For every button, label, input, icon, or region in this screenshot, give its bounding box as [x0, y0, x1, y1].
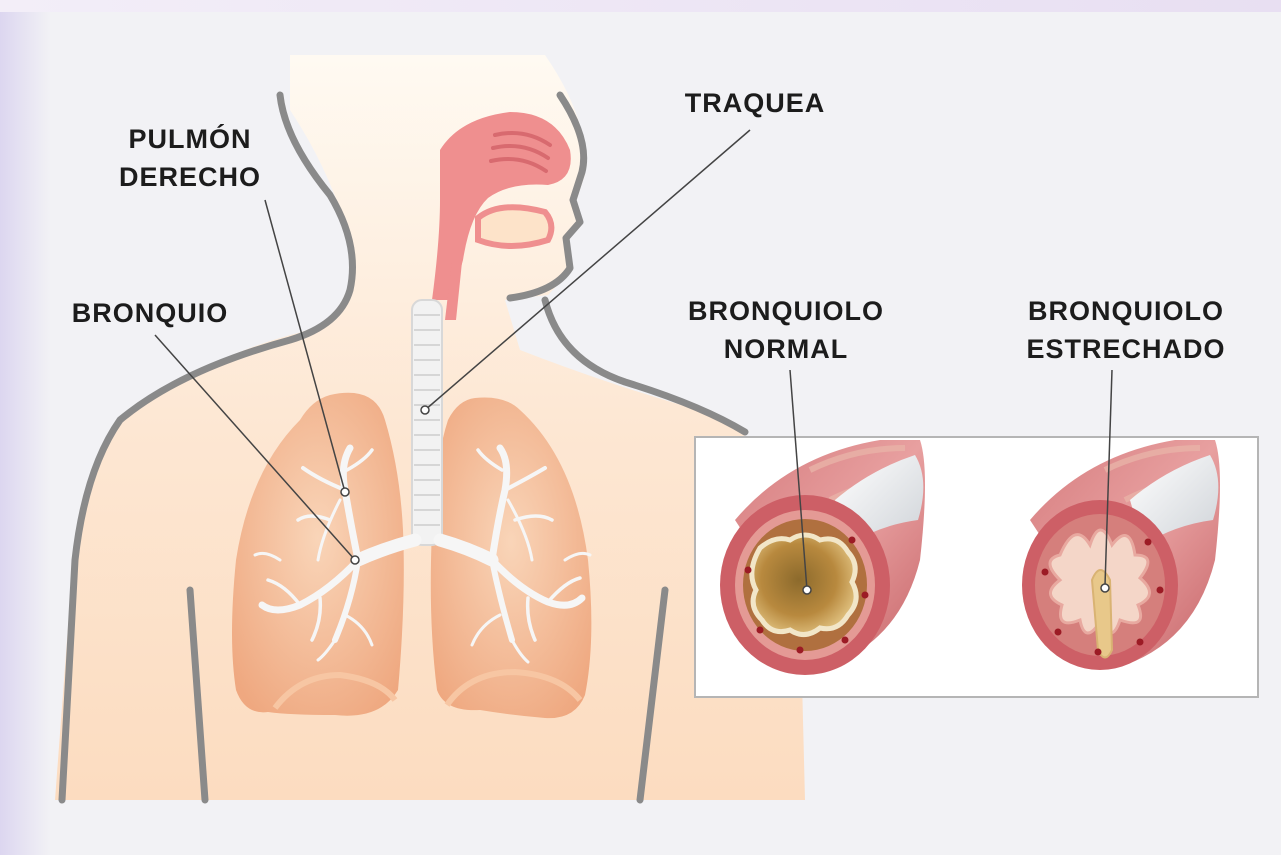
trachea [412, 300, 442, 545]
label-pulmon-derecho-line-1: PULMÓN [95, 120, 285, 158]
label-pulmon-derecho: PULMÓN DERECHO [95, 120, 285, 196]
label-traquea: TRAQUEA [660, 84, 850, 122]
label-bronquiolo-normal: BRONQUIOLO NORMAL [655, 292, 917, 368]
mouth [478, 207, 551, 246]
label-bronquiolo-estrechado-line-1: BRONQUIOLO [995, 292, 1257, 330]
label-traquea-text: TRAQUEA [660, 84, 850, 122]
label-bronquio-text: BRONQUIO [45, 294, 255, 332]
label-bronquiolo-estrechado: BRONQUIOLO ESTRECHADO [995, 292, 1257, 368]
label-pulmon-derecho-line-2: DERECHO [95, 158, 285, 196]
label-bronquiolo-normal-line-1: BRONQUIOLO [655, 292, 917, 330]
label-bronquiolo-estrechado-line-2: ESTRECHADO [995, 330, 1257, 368]
label-bronquio: BRONQUIO [45, 294, 255, 332]
label-bronquiolo-normal-line-2: NORMAL [655, 330, 917, 368]
top-band [0, 0, 1281, 12]
